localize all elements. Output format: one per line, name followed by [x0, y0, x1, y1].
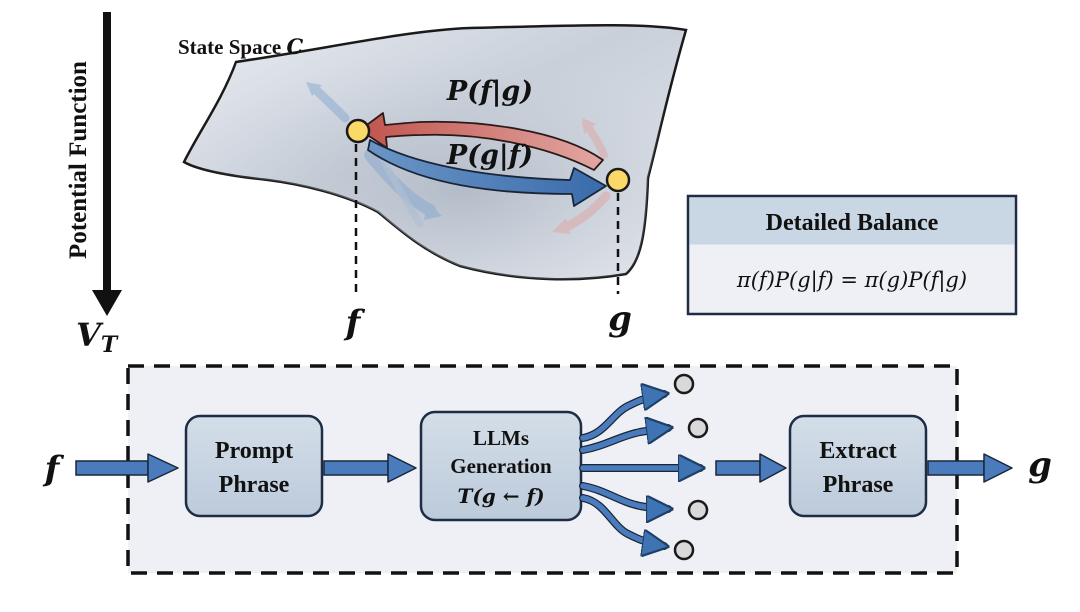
candidate-outputs: [673, 373, 709, 561]
llm-box-line1: LLMs: [473, 426, 529, 450]
pipeline-output-label: g: [1028, 445, 1052, 485]
potential-value-label: VT: [76, 316, 119, 358]
state-space-symbol: C: [287, 34, 304, 59]
label-f-given-g: P(f|g): [446, 76, 533, 107]
arrow-to-extract: [715, 453, 787, 483]
label-g-given-f: P(g|f): [446, 140, 533, 171]
arrow-input-to-prompt: [75, 453, 179, 483]
arrow-prompt-to-llm: [323, 453, 417, 483]
arrow-extract-to-output: [927, 453, 1013, 483]
potential-value-symbol: V: [76, 316, 104, 354]
state-space-label-text: State Space: [178, 35, 287, 59]
detailed-balance-title: Detailed Balance: [766, 210, 939, 236]
state-node-g: [605, 167, 631, 193]
potential-axis-label: Potential Function: [65, 61, 92, 259]
extract-box-line1: Extract: [819, 438, 896, 464]
llm-box-line2: Generation: [450, 454, 552, 478]
potential-value-subscript: T: [101, 332, 119, 358]
state-space-label: State Space C: [178, 34, 304, 59]
candidate-node: [687, 417, 709, 439]
detailed-balance-equation: π(f)P(g|f) = π(g)P(f|g): [736, 268, 967, 293]
arrow-f-given-g: [359, 112, 604, 171]
candidate-node: [673, 539, 695, 561]
extract-phrase-box: [788, 414, 928, 518]
candidate-node: [687, 499, 709, 521]
potential-axis: [92, 12, 122, 316]
detailed-balance-box: [686, 194, 1018, 316]
llm-box-line3: T(g ← f): [457, 484, 544, 508]
candidate-node: [673, 373, 695, 395]
state-node-f: [345, 118, 371, 144]
extract-box-line2: Phrase: [823, 472, 894, 498]
pipeline-input-label: f: [43, 449, 65, 489]
state-label-g: g: [608, 299, 632, 339]
state-label-f: f: [344, 303, 366, 343]
arrow-g-given-f: [367, 139, 607, 207]
state-space-surface: [182, 23, 688, 281]
fan-out-arrows: [579, 394, 700, 546]
prompt-phrase-box: [184, 414, 324, 518]
prompt-box-line2: Phrase: [219, 472, 290, 498]
prompt-box-line1: Prompt: [215, 438, 293, 464]
